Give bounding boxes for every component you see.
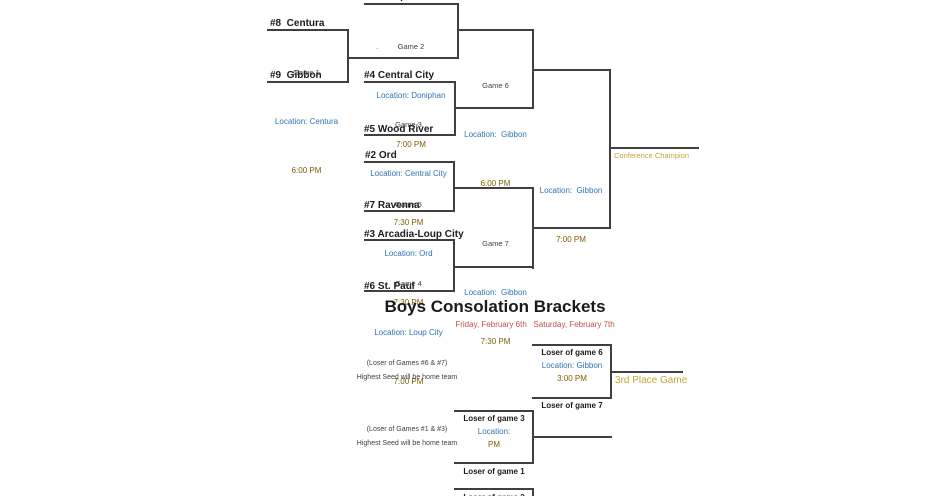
bracket-line-game5-vertical — [453, 161, 455, 212]
game4-info: Game 4 Location: Loup City 7:00 PM — [362, 243, 455, 422]
bracket-line-consol2-bottom — [454, 462, 534, 464]
bracket-line-game3-winner — [454, 107, 534, 109]
game1-location: Location: Centura — [274, 117, 339, 126]
consolation-dates: Friday, February 6th Saturday, February … — [455, 320, 615, 329]
third-place-location: Location: Gibbon — [541, 361, 603, 370]
bracket-line-game2-winner — [457, 29, 534, 31]
game5-time: 7:30 PM — [393, 298, 424, 307]
game5-info: Game 5 Location: Ord 7:30 PM — [362, 164, 455, 343]
team-doniphan-trumbull: #1 Doniphan-Trumbull — [364, 0, 470, 2]
bracket-line-3rd-bottom — [532, 397, 612, 399]
bracket-line-game6-winner — [532, 69, 611, 71]
bracket-line-centura-underline — [267, 29, 348, 31]
bracket-line-3rd-top — [532, 344, 612, 346]
bracket-line-consol3-top — [454, 488, 534, 490]
game7-time: 7:30 PM — [480, 337, 511, 346]
team-ravenna: #7 Ravenna — [364, 200, 420, 211]
final-game-info: Location: Gibbon 7:00 PM — [535, 150, 607, 280]
game6-label: Game 6 — [482, 81, 509, 90]
consolation-title: Boys Consolation Brackets — [384, 297, 606, 316]
game2-label: Game 2 — [397, 42, 425, 51]
team-central-city: #4 Central City — [364, 70, 435, 81]
stray-mark: . — [376, 42, 379, 51]
game1-label: Game 1 — [293, 68, 320, 77]
team-st-paul: #6 St. Paul — [364, 281, 415, 292]
bracket-line-ord-underline — [364, 161, 454, 163]
bracket-line-consol3-vertical — [532, 488, 534, 496]
game4-location: Location: Loup City — [374, 328, 443, 337]
team-wood-river: #5 Wood River — [364, 124, 434, 135]
third-place-bottom-team: Loser of game 7 — [541, 401, 603, 410]
bracket-line-3rd-winner — [610, 371, 683, 373]
consol2-matchup-note: (Loser of Games #1 & #3) — [366, 426, 448, 433]
bracket-line-game4-winner — [453, 266, 534, 268]
bracket-line-game1-vertical — [347, 29, 349, 83]
team-centura: #8 Centura — [270, 18, 325, 29]
third-place-seed-note: Highest Seed will be home team — [356, 374, 458, 381]
game1-info: Game 1 Location: Centura 6:00 PM — [264, 32, 349, 211]
bracket-line-champion — [609, 147, 699, 149]
game3-time: 7:30 PM — [393, 218, 424, 227]
game2-info: Game 2 Location: Doniphan 7:00 PM — [364, 6, 458, 185]
consol2-top-team: Loser of game 3 — [463, 414, 525, 423]
bracket-line-arcadia-underline — [364, 239, 454, 241]
bracket-line-game5-winner — [453, 187, 534, 189]
game5-location: Location: Ord — [384, 249, 433, 258]
bracket-line-gibbon-underline — [267, 81, 348, 83]
bracket-line-game4-vertical — [453, 239, 455, 292]
consol2-time: PM — [488, 440, 500, 449]
game3-location: Location: Central City — [370, 169, 447, 178]
third-place-time: 3:00 PM — [557, 374, 587, 383]
bracket-line-game2-vertical — [457, 3, 459, 59]
bracket-line-st-paul-underline — [364, 290, 454, 292]
game6-time: 6:00 PM — [480, 179, 511, 188]
game2-time: 7:00 PM — [396, 140, 426, 149]
bracket-line-central-city-underline — [364, 81, 456, 83]
third-place-matchup-note: (Loser of Games #6 & #7) — [366, 360, 448, 367]
game3-info: Game 3 Location: Central City 7:30 PM — [362, 84, 455, 263]
consol2-bottom-team: Loser of game 1 — [463, 467, 525, 476]
final-location: Location: Gibbon — [539, 186, 603, 195]
consol2-location: Location: — [477, 427, 511, 436]
game3-label: Game 3 — [395, 120, 422, 129]
game7-info: Game 7 Location: Gibbon 7:30 PM — [459, 203, 532, 382]
game6-info: Game 6 Location: Gibbon 6:00 PM — [459, 45, 532, 224]
team-ord: #2 Ord — [365, 150, 397, 161]
conference-champion-label: Conference Champion — [614, 151, 690, 160]
game4-time: 7:00 PM — [393, 377, 424, 386]
bracket-line-doniphan-underline — [364, 3, 459, 5]
bracket-line-game7-winner — [532, 227, 611, 229]
bracket-line-consol2-winner — [532, 436, 612, 438]
game4-label: Game 4 — [395, 279, 422, 288]
bracket-line-consol2-top — [454, 410, 534, 412]
third-place-game-label: 3rd Place Game — [615, 375, 688, 386]
game2-location: Location: Doniphan — [376, 91, 446, 100]
bracket-line-ravenna-underline — [364, 210, 454, 212]
consol3-top-team: Loser of game 2 — [455, 493, 533, 496]
team-gibbon: #9 Gibbon — [270, 70, 322, 81]
bracket-line-game1-winner — [347, 57, 459, 59]
bracket-line-final-vertical — [609, 69, 611, 229]
consol2-seed-note: Highest Seed will be home team — [356, 440, 458, 447]
team-arcadia-loup-city: #3 Arcadia-Loup City — [364, 229, 464, 240]
bracket-line-wood-river-underline — [364, 134, 456, 136]
game6-location: Location: Gibbon — [464, 130, 527, 139]
game7-label: Game 7 — [482, 239, 509, 248]
final-time: 7:00 PM — [556, 235, 586, 244]
game1-time: 6:00 PM — [291, 166, 322, 175]
game7-location: Location: Gibbon — [464, 288, 527, 297]
third-place-top-team: Loser of game 6 — [541, 348, 603, 357]
game5-label: Game 5 — [395, 200, 422, 209]
